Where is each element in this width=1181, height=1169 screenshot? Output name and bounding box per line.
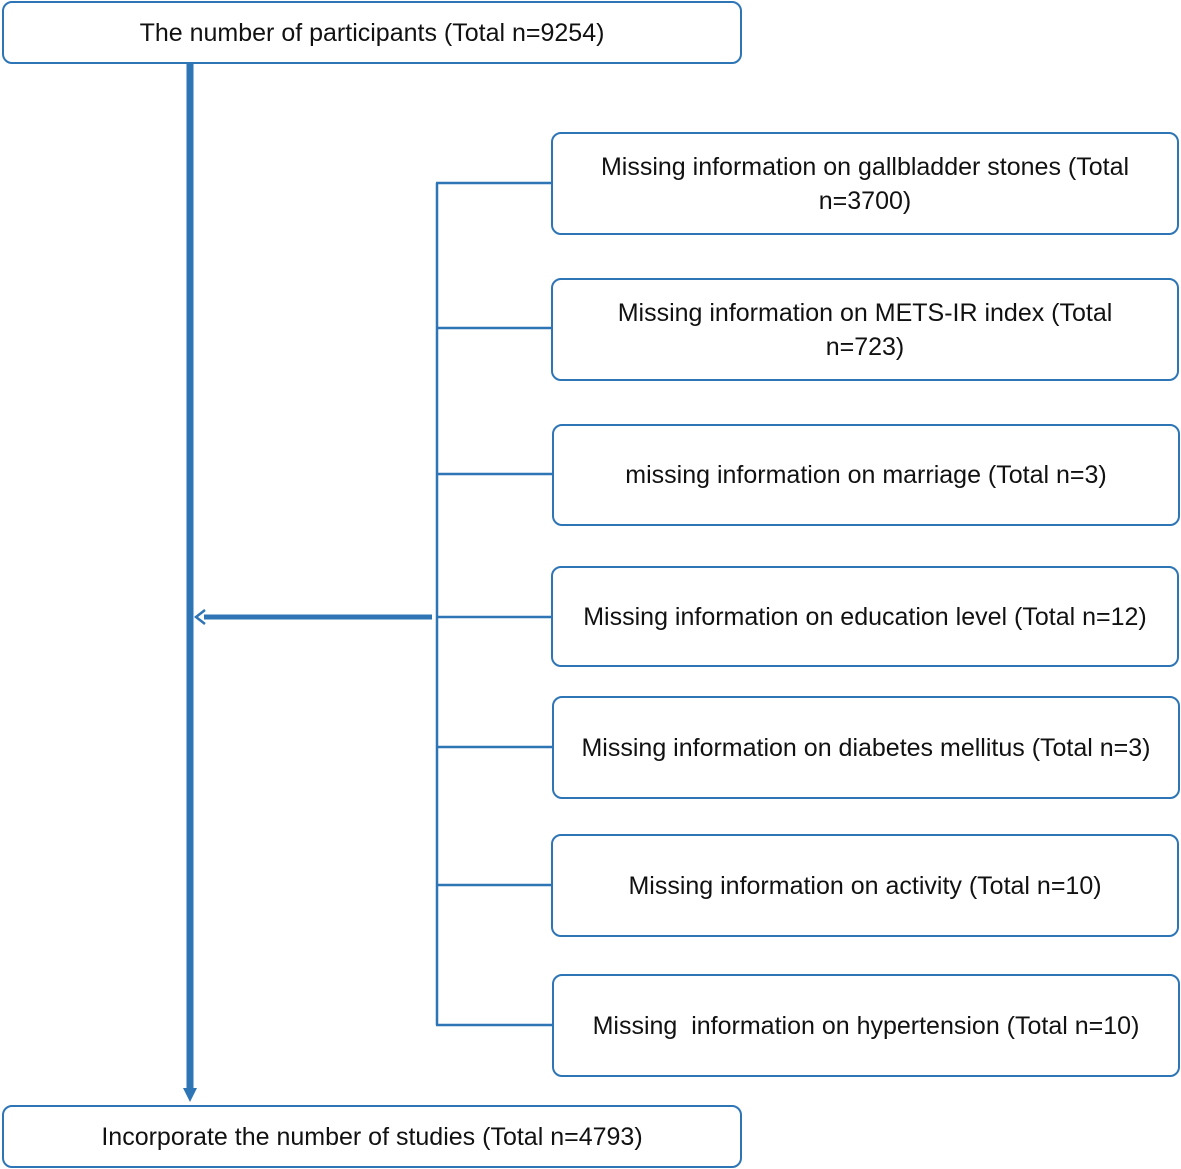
exclusion-box-education: Missing information on education level (… [551,566,1179,667]
exclusion-label: Missing information on diabetes mellitus… [581,733,1151,762]
participants-box: The number of participants (Total n=9254… [2,1,742,64]
exclusion-label: Missing information on gallbladder stone… [600,152,1130,215]
exclusion-label: Missing information on activity (Total n… [628,871,1102,900]
exclusion-label: Missing information on hypertension (Tot… [592,1011,1140,1040]
exclusion-box-hypertension: Missing information on hypertension (Tot… [552,974,1180,1077]
exclusion-arrowhead [193,609,206,625]
exclusion-box-gallbladder: Missing information on gallbladder stone… [551,132,1179,235]
exclusion-box-marriage: missing information on marriage (Total n… [552,424,1180,526]
participants-label: The number of participants (Total n=9254… [139,18,605,47]
included-studies-label: Incorporate the number of studies (Total… [101,1122,643,1151]
exclusion-label: missing information on marriage (Total n… [625,461,1107,489]
exclusion-label: Missing information on education level (… [583,602,1147,631]
exclusion-box-mets-ir: Missing information on METS-IR index (To… [551,278,1179,381]
main-flow-arrowhead [183,1088,197,1102]
exclusion-label: Missing information on METS-IR index (To… [617,298,1113,361]
included-studies-box: Incorporate the number of studies (Total… [2,1105,742,1168]
exclusion-box-activity: Missing information on activity (Total n… [551,834,1179,937]
exclusion-box-diabetes: Missing information on diabetes mellitus… [552,696,1180,799]
